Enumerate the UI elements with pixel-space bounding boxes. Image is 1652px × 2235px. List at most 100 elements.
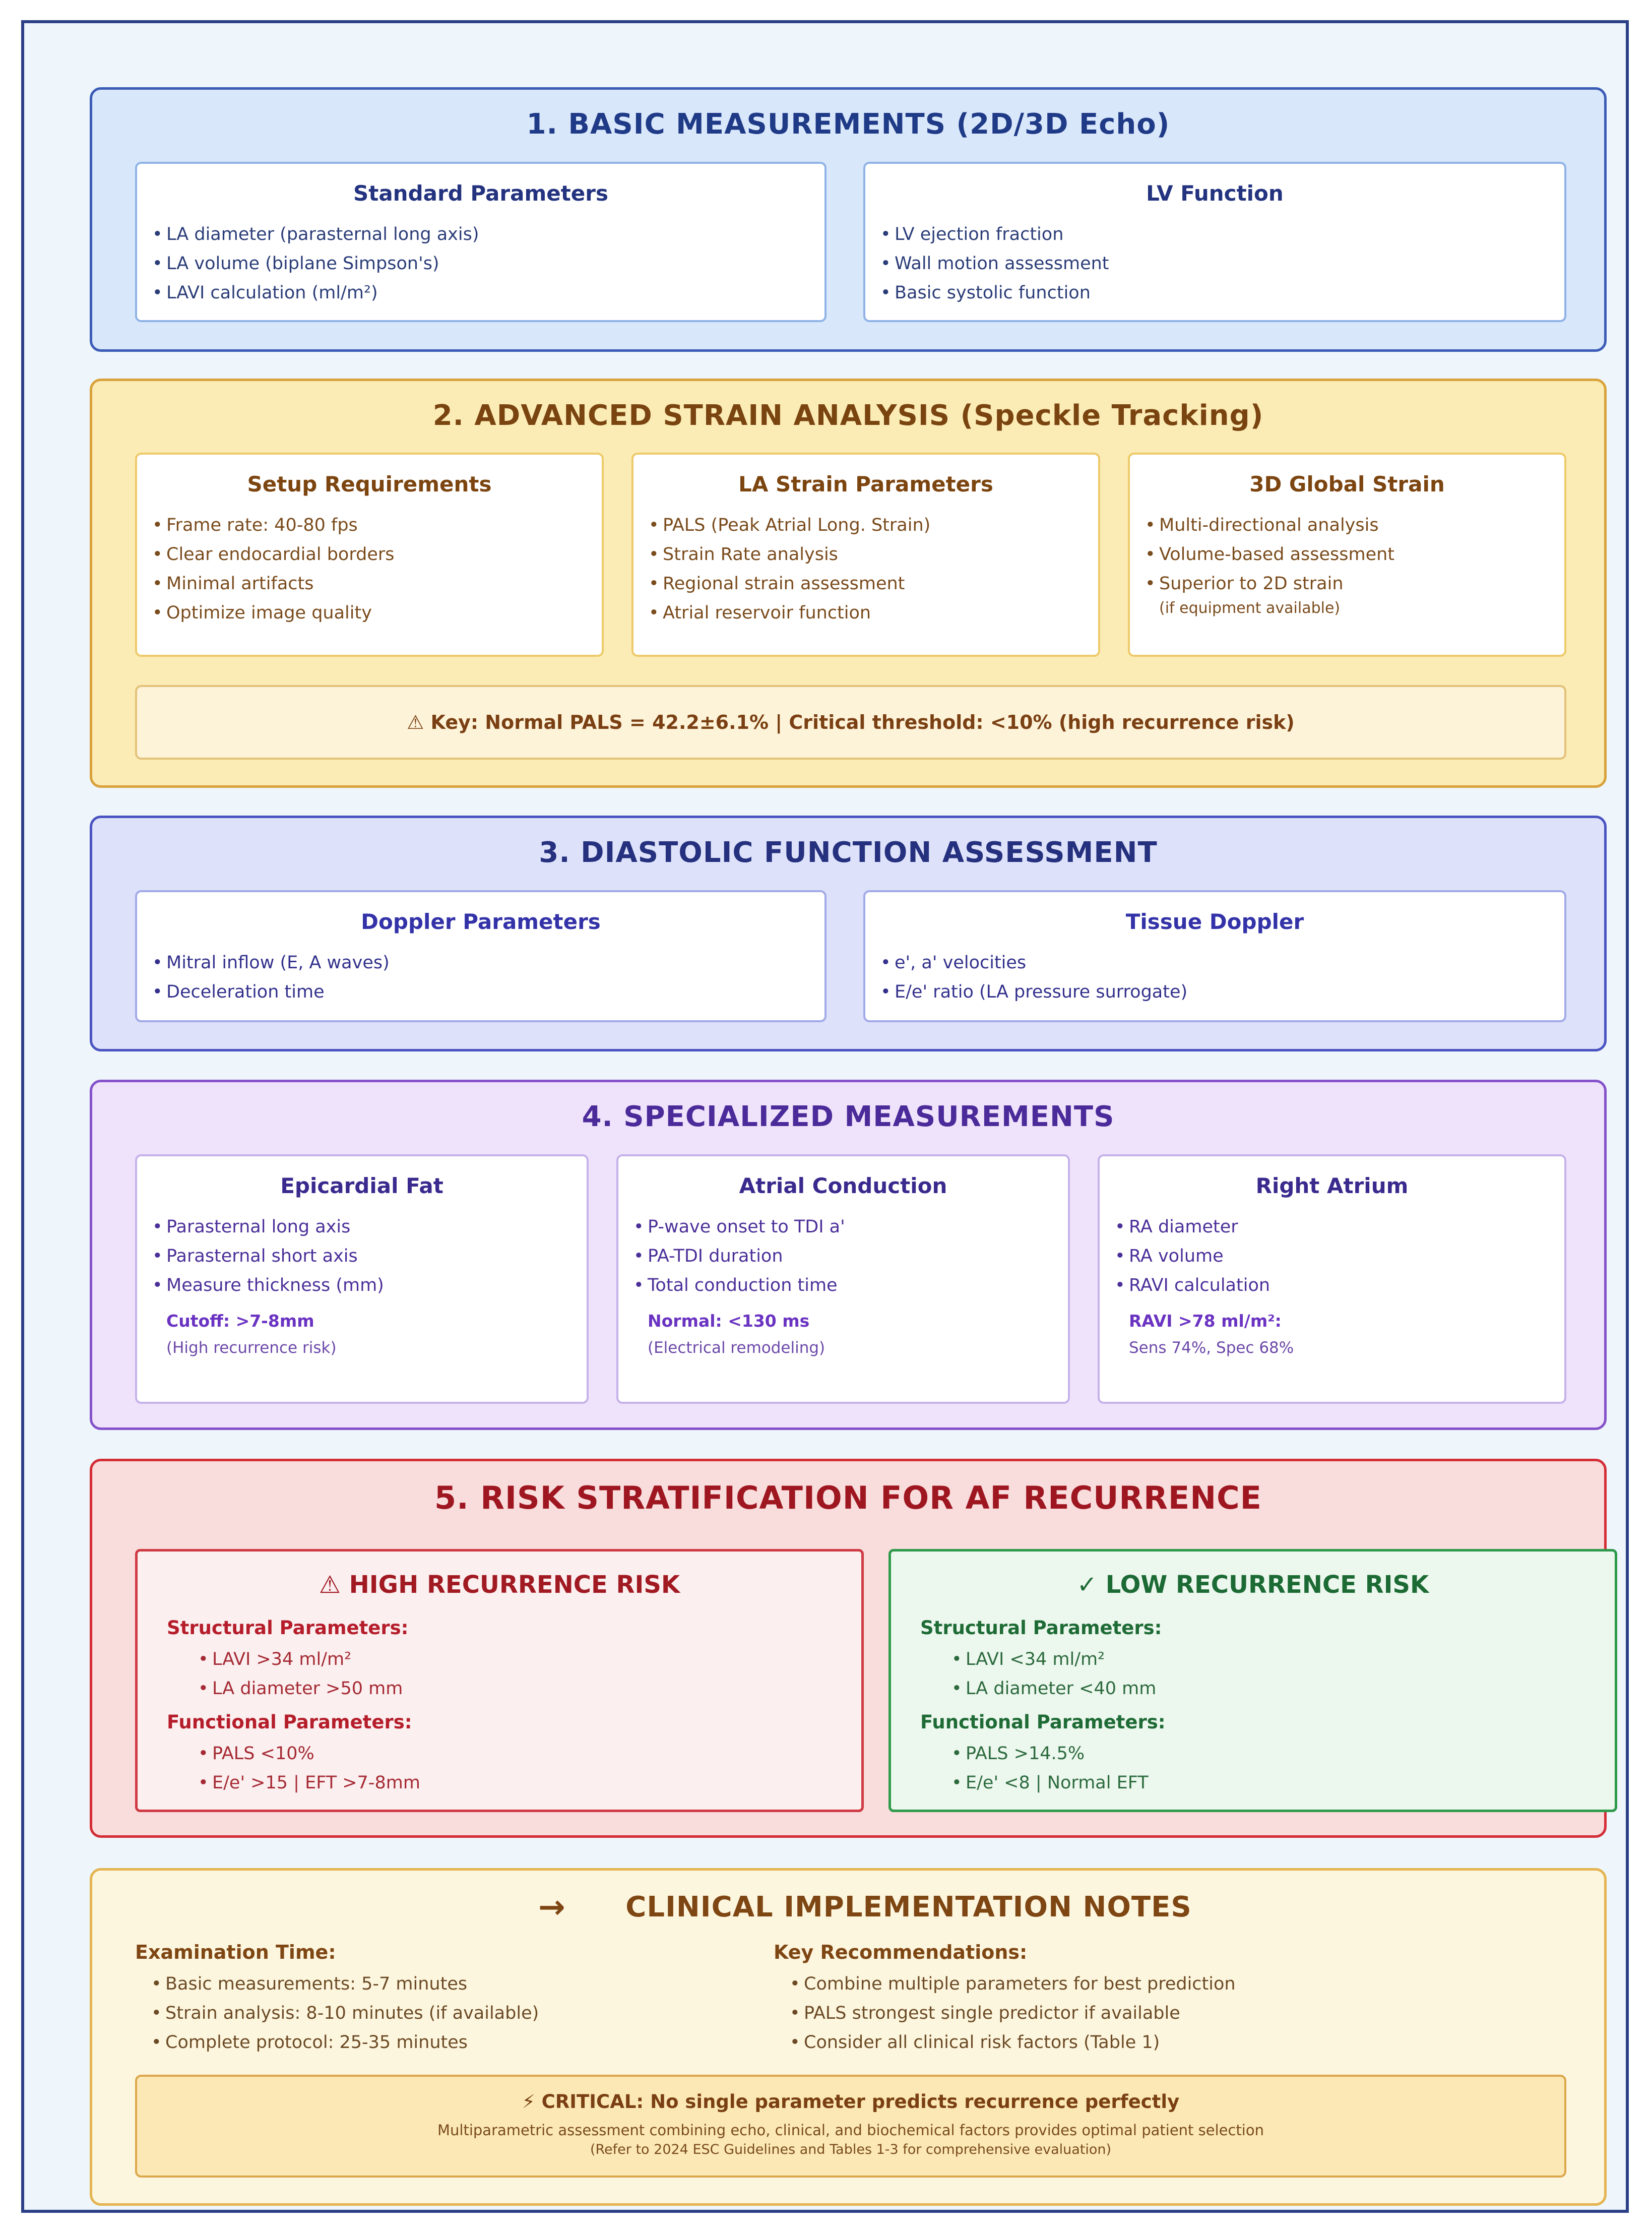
arrow-right-icon: → (538, 1889, 565, 1926)
item-list: P-wave onset to TDI a' PA-TDI duration T… (618, 1212, 1068, 1300)
box-lv-function: LV Function LV ejection fraction Wall mo… (863, 162, 1566, 322)
item-list: LA diameter (parasternal long axis) LA v… (137, 220, 824, 307)
list-item: Superior to 2D strain (1145, 569, 1564, 598)
box-setup-requirements: Setup Requirements Frame rate: 40-80 fps… (135, 453, 604, 657)
section-basic-measurements: 1. BASIC MEASUREMENTS (2D/3D Echo) Stand… (90, 87, 1607, 352)
section-title: 2. ADVANCED STRAIN ANALYSIS (Speckle Tra… (432, 399, 1264, 432)
list-item: Frame rate: 40-80 fps (152, 511, 602, 540)
list-item: Deceleration time (152, 977, 824, 1007)
box-right-atrium: Right Atrium RA diameter RA volume RAVI … (1098, 1154, 1566, 1404)
list-item: Regional strain assessment (649, 569, 1098, 598)
list-item: LAVI >34 ml/m² (198, 1645, 861, 1674)
list-item: Parasternal short axis (152, 1241, 587, 1271)
list-item: e', a' velocities (880, 948, 1564, 977)
box-title: Atrial Conduction (739, 1173, 947, 1198)
key-threshold-note: ⚠ Key: Normal PALS = 42.2±6.1% | Critica… (135, 685, 1566, 760)
functional-label: Functional Parameters: (920, 1711, 1166, 1733)
box-title: LV Function (1146, 181, 1284, 206)
item-list: LV ejection fraction Wall motion assessm… (865, 220, 1564, 307)
normal-note: (Electrical remodeling) (648, 1339, 825, 1357)
item-list: PALS (Peak Atrial Long. Strain) Strain R… (633, 511, 1098, 628)
equipment-note: (if equipment available) (1159, 599, 1341, 617)
list-item: Optimize image quality (152, 598, 602, 628)
key-recommendations-column: Key Recommendations: Combine multiple pa… (774, 1941, 1236, 2057)
normal-label: Normal: <130 ms (648, 1311, 810, 1331)
list-item: P-wave onset to TDI a' (633, 1212, 1068, 1241)
list-item: Clear endocardial borders (152, 540, 602, 569)
list-item: LA volume (biplane Simpson's) (152, 249, 824, 278)
low-risk-box: ✓ LOW RECURRENCE RISK Structural Paramet… (888, 1549, 1617, 1812)
list-item: PALS <10% (198, 1739, 861, 1768)
item-list: RA diameter RA volume RAVI calculation (1100, 1212, 1564, 1300)
box-title: Right Atrium (1255, 1173, 1409, 1198)
column-title: Key Recommendations: (774, 1941, 1028, 1963)
functional-list: PALS <10% E/e' >15 | EFT >7-8mm (138, 1739, 861, 1797)
list-item: LA diameter (parasternal long axis) (152, 220, 824, 249)
box-title: Doppler Parameters (361, 909, 601, 934)
box-doppler-parameters: Doppler Parameters Mitral inflow (E, A w… (135, 890, 827, 1022)
section-advanced-strain: 2. ADVANCED STRAIN ANALYSIS (Speckle Tra… (90, 379, 1607, 788)
structural-label: Structural Parameters: (920, 1617, 1162, 1639)
box-la-strain-parameters: LA Strain Parameters PALS (Peak Atrial L… (631, 453, 1100, 657)
list-item: Basic measurements: 5-7 minutes (151, 1969, 539, 1999)
section-specialized-measurements: 4. SPECIALIZED MEASUREMENTS Epicardial F… (90, 1080, 1607, 1430)
high-risk-title: ⚠ HIGH RECURRENCE RISK (319, 1571, 680, 1599)
section-title: 1. BASIC MEASUREMENTS (2D/3D Echo) (526, 108, 1170, 141)
list-item: RAVI calculation (1115, 1271, 1564, 1300)
section-diastolic-function: 3. DIASTOLIC FUNCTION ASSESSMENT Doppler… (90, 816, 1607, 1051)
list-item: Strain analysis: 8-10 minutes (if availa… (151, 1999, 539, 2028)
section-title: CLINICAL IMPLEMENTATION NOTES (625, 1891, 1192, 1923)
infographic-page: 1. BASIC MEASUREMENTS (2D/3D Echo) Stand… (21, 20, 1629, 2213)
list-item: Multi-directional analysis (1145, 511, 1564, 540)
functional-label: Functional Parameters: (167, 1711, 412, 1733)
list-item: Combine multiple parameters for best pre… (790, 1969, 1236, 1999)
item-list: Parasternal long axis Parasternal short … (137, 1212, 587, 1300)
box-title: Standard Parameters (353, 181, 608, 206)
critical-title: ⚡ CRITICAL: No single parameter predicts… (522, 2091, 1180, 2113)
low-risk-title: ✓ LOW RECURRENCE RISK (1076, 1571, 1429, 1599)
list-item: PA-TDI duration (633, 1241, 1068, 1271)
list-item: Atrial reservoir function (649, 598, 1098, 628)
list-item: PALS (Peak Atrial Long. Strain) (649, 511, 1098, 540)
functional-list: PALS >14.5% E/e' <8 | Normal EFT (891, 1739, 1615, 1797)
list-item: Total conduction time (633, 1271, 1068, 1300)
structural-list: LAVI <34 ml/m² LA diameter <40 mm (891, 1645, 1615, 1703)
structural-list: LAVI >34 ml/m² LA diameter >50 mm (138, 1645, 861, 1703)
box-atrial-conduction: Atrial Conduction P-wave onset to TDI a'… (616, 1154, 1070, 1404)
cutoff-label: Cutoff: >7-8mm (166, 1311, 314, 1331)
list-item: LAVI calculation (ml/m²) (152, 278, 824, 307)
ravi-note: Sens 74%, Spec 68% (1129, 1339, 1294, 1357)
list-item: Minimal artifacts (152, 569, 602, 598)
list-item: LAVI <34 ml/m² (951, 1645, 1615, 1674)
list-item: Basic systolic function (880, 278, 1564, 307)
list-item: Mitral inflow (E, A waves) (152, 948, 824, 977)
item-list: Mitral inflow (E, A waves) Deceleration … (137, 948, 824, 1007)
examination-time-column: Examination Time: Basic measurements: 5-… (135, 1941, 539, 2057)
critical-reference: (Refer to 2024 ESC Guidelines and Tables… (590, 2142, 1112, 2157)
list-item: PALS >14.5% (951, 1739, 1615, 1768)
list-item: E/e' <8 | Normal EFT (951, 1768, 1615, 1797)
list-item: Volume-based assessment (1145, 540, 1564, 569)
section-title: 3. DIASTOLIC FUNCTION ASSESSMENT (539, 836, 1158, 869)
item-list: Combine multiple parameters for best pre… (774, 1969, 1236, 2057)
box-title: Tissue Doppler (1125, 909, 1304, 934)
list-item: LV ejection fraction (880, 220, 1564, 249)
list-item: PALS strongest single predictor if avail… (790, 1999, 1236, 2028)
section-risk-stratification: 5. RISK STRATIFICATION FOR AF RECURRENCE… (90, 1459, 1617, 1838)
list-item: E/e' ratio (LA pressure surrogate) (880, 977, 1564, 1007)
structural-label: Structural Parameters: (167, 1617, 409, 1639)
list-item: Consider all clinical risk factors (Tabl… (790, 2028, 1236, 2057)
ravi-label: RAVI >78 ml/m²: (1129, 1311, 1282, 1331)
item-list: Multi-directional analysis Volume-based … (1130, 511, 1564, 598)
list-item: RA diameter (1115, 1212, 1564, 1241)
box-tissue-doppler: Tissue Doppler e', a' velocities E/e' ra… (863, 890, 1566, 1022)
list-item: Measure thickness (mm) (152, 1271, 587, 1300)
list-item: LA diameter <40 mm (951, 1674, 1615, 1703)
critical-note-box: ⚡ CRITICAL: No single parameter predicts… (135, 2075, 1566, 2178)
list-item: RA volume (1115, 1241, 1564, 1271)
box-title: 3D Global Strain (1249, 472, 1445, 496)
list-item: LA diameter >50 mm (198, 1674, 861, 1703)
box-epicardial-fat: Epicardial Fat Parasternal long axis Par… (135, 1154, 589, 1404)
item-list: Basic measurements: 5-7 minutes Strain a… (135, 1969, 539, 2057)
list-item: Wall motion assessment (880, 249, 1564, 278)
